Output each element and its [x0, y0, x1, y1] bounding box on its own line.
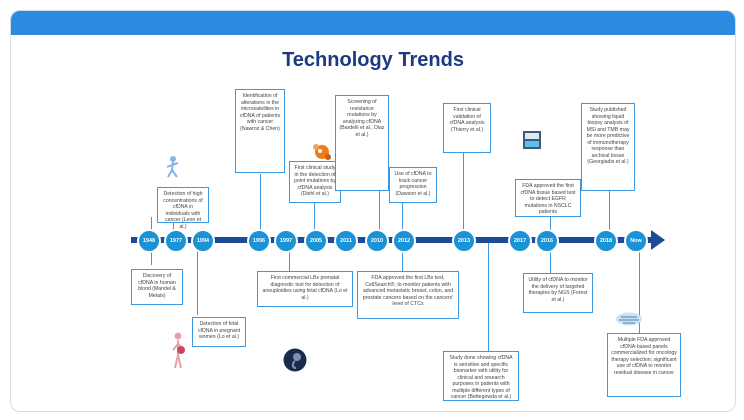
- event-box: First clinical validation of cfDNA analy…: [443, 103, 491, 153]
- test-tube-rack-icon: [523, 131, 541, 149]
- connector-line: [314, 203, 315, 239]
- connector-line: [260, 174, 261, 239]
- connector-line: [609, 191, 610, 239]
- event-box: Identification of alterations in the mic…: [235, 89, 285, 173]
- year-node: 2018: [594, 229, 618, 253]
- event-box: Multiple FDA approved cfDNA-based panels…: [607, 333, 681, 397]
- year-node: 1977: [164, 229, 188, 253]
- year-node: 2011: [334, 229, 358, 253]
- connector-line: [151, 217, 152, 239]
- year-node: Now: [624, 229, 648, 253]
- pregnancy-figure-icon: [172, 332, 185, 369]
- event-box: Screening of resistance mutations by ana…: [335, 95, 389, 191]
- connector-line: [550, 217, 551, 239]
- event-box: Detection of fetal cfDNA in pregnant wom…: [192, 317, 246, 347]
- trends-card: Technology Trends 1948 1977: [10, 10, 736, 412]
- event-box: Study published showing liquid biopsy an…: [581, 103, 635, 191]
- event-box: Use of cfDNA to track cancer progression…: [389, 167, 437, 203]
- year-node: 2013: [452, 229, 476, 253]
- dna-figure-icon: [166, 156, 179, 178]
- connector-line: [463, 153, 464, 239]
- year-node: 2016: [535, 229, 559, 253]
- event-box: FDA approved the first cfDNA tissue base…: [515, 179, 581, 217]
- event-box: First commercial LBx prenatal diagnostic…: [257, 271, 353, 307]
- year-node: 2017: [508, 229, 532, 253]
- page-title: Technology Trends: [282, 49, 464, 71]
- fetus-icon: [283, 348, 307, 372]
- year-node: 2005: [304, 229, 328, 253]
- connector-line: [151, 243, 152, 265]
- year-node: 1948: [137, 229, 161, 253]
- event-box: Discovery of cfDNA in human blood (Mande…: [131, 269, 183, 305]
- connector-line: [402, 203, 403, 239]
- sequencer-device-icon: [616, 312, 642, 326]
- year-node: 2012: [392, 229, 416, 253]
- event-box: FDA approved the first LBx test, CellSea…: [357, 271, 459, 319]
- year-node: 1994: [191, 229, 215, 253]
- connector-line: [379, 191, 380, 239]
- connector-line: [639, 243, 640, 333]
- timeline-arrow: [651, 230, 665, 250]
- connector-line: [402, 243, 403, 271]
- cells-cluster-icon: [313, 144, 331, 160]
- card-header-bar: [11, 11, 735, 35]
- year-node: 1996: [247, 229, 271, 253]
- connector-line: [488, 243, 489, 351]
- connector-line: [550, 243, 551, 273]
- event-box: Detection of high concentrations of cfDN…: [157, 187, 209, 230]
- connector-line: [197, 243, 198, 315]
- event-box: First clinical study in the detection of…: [289, 161, 341, 203]
- event-box: Study done showing cfDNA is sensitive an…: [443, 351, 519, 401]
- connector-line: [289, 243, 290, 271]
- year-node: 1997: [274, 229, 298, 253]
- event-box: Utility of cfDNA to monitor the delivery…: [523, 273, 593, 313]
- year-node: 2010: [365, 229, 389, 253]
- timeline-diagram: 1948 1977 1994 1996 1997 2005 2011 2010 …: [11, 11, 735, 411]
